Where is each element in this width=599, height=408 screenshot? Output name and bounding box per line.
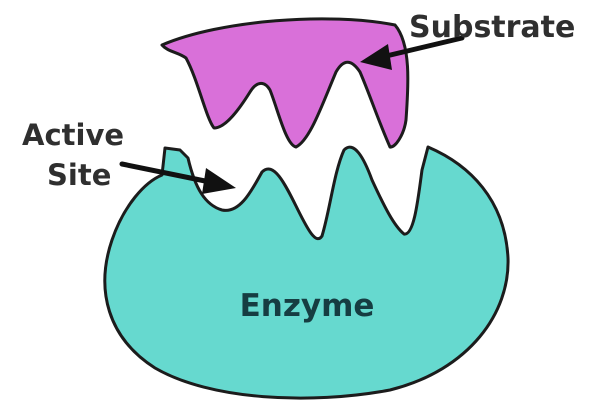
active-site-label-line1: Active — [22, 118, 124, 152]
substrate-shape — [162, 19, 408, 147]
enzyme-label: Enzyme — [240, 288, 375, 324]
active-site-label-line2: Site — [47, 158, 111, 192]
enzyme-shape — [105, 147, 508, 398]
substrate-label: Substrate — [409, 10, 575, 45]
